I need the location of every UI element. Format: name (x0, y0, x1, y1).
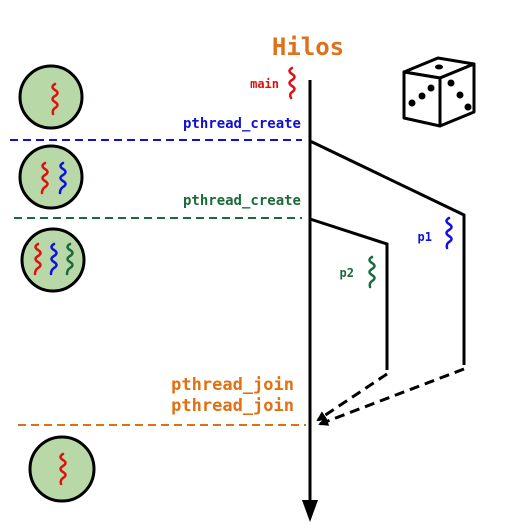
thread-squiggle-icon (288, 66, 296, 100)
pthread-create-2-label: pthread_create (183, 193, 301, 209)
p2-label: p2 (340, 266, 354, 280)
pthread-create-1-label: pthread_create (183, 116, 301, 132)
thread-squiggle-icon (58, 161, 67, 195)
p1-thread-branch (309, 139, 466, 365)
diagram-title: Hilos (272, 33, 344, 61)
process-circle-1 (18, 64, 84, 130)
thread-squiggle-icon (445, 216, 453, 250)
pthread-join-1-label: pthread_join (171, 375, 294, 395)
thread-squiggle-icon (368, 255, 376, 289)
thread-squiggle-icon (33, 242, 42, 276)
thread-squiggle-icon (40, 161, 49, 195)
process-circle-3 (20, 227, 86, 293)
main-label: main (250, 77, 279, 91)
thread-squiggle-icon (65, 242, 74, 276)
p1-label: p1 (418, 230, 432, 244)
thread-squiggle-icon (49, 242, 58, 276)
process-circle-4 (28, 435, 96, 503)
dice-icon (402, 56, 476, 128)
p1-join-arrow (318, 367, 465, 426)
thread-squiggle-icon (51, 82, 59, 116)
p2-join-arrow (316, 372, 388, 422)
timeline-arrowhead (302, 500, 318, 522)
process-circle-2 (18, 144, 84, 210)
pthread-join-2-label: pthread_join (171, 396, 294, 416)
p2-thread-branch (309, 217, 389, 370)
thread-squiggle-icon (59, 452, 67, 486)
